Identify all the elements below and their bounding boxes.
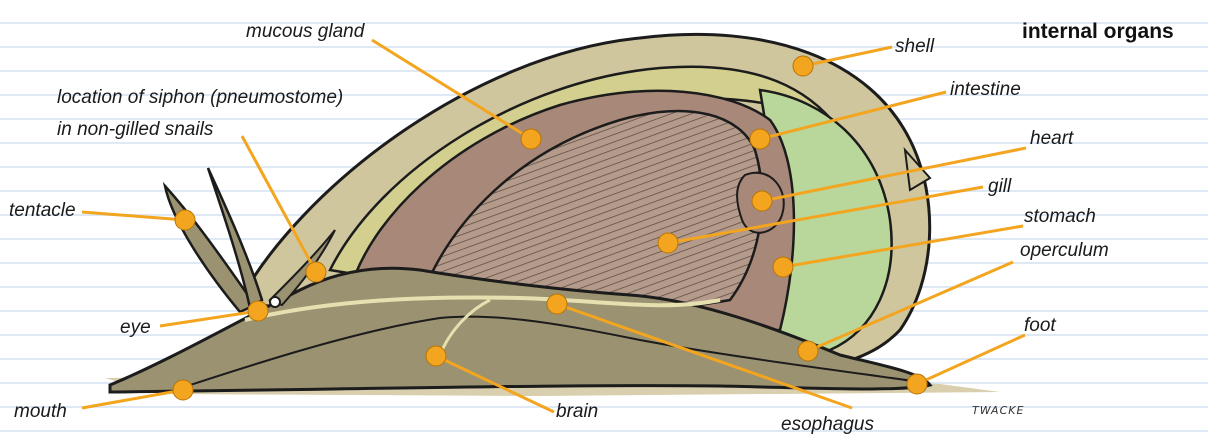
label-esophagus: esophagus xyxy=(781,414,874,436)
label-gill: gill xyxy=(988,176,1011,198)
label-mouth: mouth xyxy=(14,401,67,423)
dot-mucous-gland xyxy=(521,129,541,149)
eye-shape xyxy=(270,297,280,307)
label-operculum: operculum xyxy=(1020,240,1109,262)
label-mucous-gland: mucous gland xyxy=(246,21,364,43)
label-tentacle: tentacle xyxy=(9,200,76,222)
dot-mouth xyxy=(173,380,193,400)
label-shell: shell xyxy=(895,36,934,58)
dot-foot xyxy=(907,374,927,394)
dot-gill xyxy=(658,233,678,253)
label-heart: heart xyxy=(1030,128,1073,150)
dot-esophagus xyxy=(547,294,567,314)
leader-tentacle xyxy=(82,212,185,220)
dot-tentacle xyxy=(175,210,195,230)
dot-eye xyxy=(248,301,268,321)
diagram-title: internal organs xyxy=(1022,20,1174,44)
artist-signature: TWACKE xyxy=(972,404,1024,417)
dot-heart xyxy=(752,191,772,211)
label-siphon-line1: location of siphon (pneumostome) xyxy=(57,87,343,109)
dot-stomach xyxy=(773,257,793,277)
dot-operculum xyxy=(798,341,818,361)
label-stomach: stomach xyxy=(1024,206,1096,228)
label-siphon-line2: in non-gilled snails xyxy=(57,119,213,141)
leader-foot xyxy=(917,335,1025,384)
label-brain: brain xyxy=(556,401,598,423)
dot-brain xyxy=(426,346,446,366)
label-intestine: intestine xyxy=(950,79,1021,101)
dot-shell xyxy=(793,56,813,76)
dot-intestine xyxy=(750,129,770,149)
label-eye: eye xyxy=(120,317,151,339)
label-foot: foot xyxy=(1024,315,1056,337)
dot-siphon xyxy=(306,262,326,282)
